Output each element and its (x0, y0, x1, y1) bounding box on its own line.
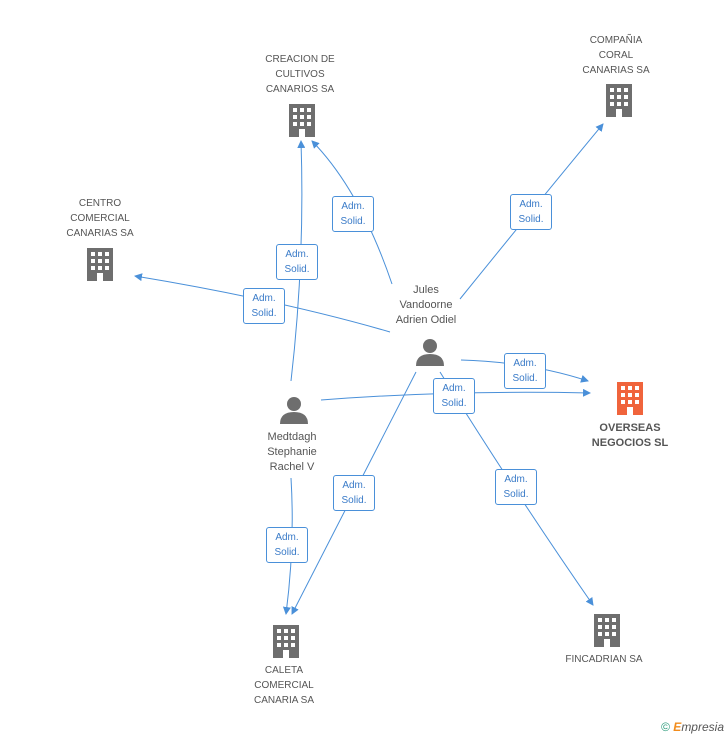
company-label-overseas[interactable]: OVERSEAS NEGOCIOS SL (591, 422, 669, 449)
edge-label-jules-overseas: Adm. Solid. (504, 353, 546, 389)
person-label-medtdagh[interactable]: Medtdagh Stephanie Rachel V (267, 431, 317, 473)
edge-label-jules-centro: Adm. Solid. (243, 288, 285, 324)
brand-name: mpresia (681, 720, 724, 734)
edge-label-medtdagh-overseas: Adm. Solid. (433, 378, 475, 414)
company-label-compania[interactable]: COMPAÑIA CORAL CANARIAS SA (582, 35, 650, 76)
company-label-caleta[interactable]: CALETA COMERCIAL CANARIA SA (253, 665, 315, 706)
company-label-fincadrian[interactable]: FINCADRIAN SA (565, 654, 643, 665)
edge-label-medtdagh-caleta: Adm. Solid. (266, 527, 308, 563)
person-icon-jules (416, 339, 444, 366)
company-label-creacion[interactable]: CREACION DE CULTIVOS CANARIOS SA (265, 54, 335, 95)
building-icon-compania (606, 84, 632, 117)
brand-e: E (673, 720, 682, 734)
brand-logo[interactable]: © Empresia (661, 720, 724, 734)
building-icon-fincadrian (594, 614, 620, 647)
person-icon-medtdagh (280, 397, 308, 424)
edge-label-jules-fincadrian: Adm. Solid. (495, 469, 537, 505)
copyright-symbol: © (661, 720, 670, 734)
person-label-jules[interactable]: Jules Vandoorne Adrien Odiel (395, 284, 457, 326)
building-icon-centro (87, 248, 113, 281)
company-label-centro[interactable]: CENTRO COMERCIAL CANARIAS SA (66, 198, 134, 239)
building-icon-caleta (273, 625, 299, 658)
edge-label-jules-caleta: Adm. Solid. (333, 475, 375, 511)
edge-label-jules-creacion: Adm. Solid. (332, 196, 374, 232)
building-icon-creacion (289, 104, 315, 137)
building-icon-overseas (617, 382, 643, 415)
edge-label-jules-compania: Adm. Solid. (510, 194, 552, 230)
edge-label-medtdagh-creacion: Adm. Solid. (276, 244, 318, 280)
